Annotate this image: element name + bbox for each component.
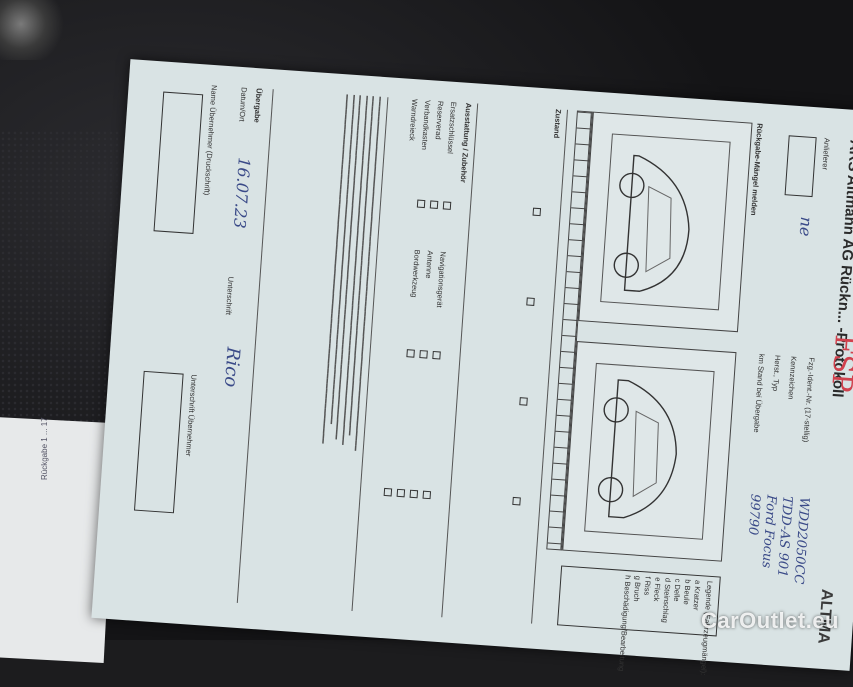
kennzeichen-label: Kennzeichen <box>786 355 799 400</box>
caroutlet-watermark: CarOutlet.eu <box>700 608 839 633</box>
section-header-zustand: Zustand <box>551 108 564 139</box>
equipment-checkbox <box>422 490 432 500</box>
equipment-label: Reserverad <box>433 100 446 140</box>
section-header-equipment: Ausstattung / Zubehör <box>458 102 474 183</box>
equipment-checkbox <box>419 350 428 359</box>
equipment-checkbox <box>406 349 415 358</box>
document-content: ARS Altmann AG Rückn... -Protokoll ALTMA… <box>97 69 853 676</box>
section-header-handover: Übergabe <box>252 87 264 124</box>
hersteller-label: Herst., Typ <box>770 354 783 392</box>
equipment-checkbox <box>416 199 426 209</box>
anlieferer-label: Anlieferer <box>820 137 832 171</box>
receiver-name-label: Name Übernehmer (Druckschrift) <box>202 84 219 196</box>
fzg-ident-label: Fzg.-Ident.-Nr. (17-stellig) <box>801 357 817 443</box>
signature-label: Unterschrift <box>223 276 236 316</box>
km-value: 99790 <box>744 493 763 536</box>
fine-print-block: ▬▬▬▬▬▬▬▬▬▬▬▬▬▬▬▬▬▬▬▬▬▬▬▬▬▬▬▬▬▬▬▬▬▬▬▬▬▬▬▬… <box>320 94 384 452</box>
legend-item: e Fleck <box>651 576 663 602</box>
equipment-checkbox <box>396 488 406 498</box>
equipment-checkbox <box>442 201 452 210</box>
anlieferer-value: ne <box>795 216 817 238</box>
receiver-name-box <box>153 91 204 234</box>
underlying-paper-text: Rückgabe 1 ... 17 <box>40 417 49 480</box>
equipment-checkbox <box>383 487 393 497</box>
equipment-label: Verbandkasten <box>419 99 433 151</box>
equipment-checkbox <box>432 350 441 360</box>
seat-perforation <box>0 130 120 460</box>
zustand-checkbox <box>512 496 521 506</box>
date-place-label: Datum/Ort <box>237 86 249 123</box>
zustand-checkbox <box>519 397 528 406</box>
car-sketch-left <box>600 133 731 311</box>
car-diagram-right <box>562 341 737 562</box>
receiver-signature-label: Unterschrift Übernehmer <box>183 374 199 457</box>
km-label: km Stand bei Übergabe <box>751 353 767 433</box>
date-value: 16.07.23 <box>229 156 254 230</box>
car-sketch-right <box>584 362 715 540</box>
car-keys <box>0 0 70 60</box>
anlieferer-box <box>784 135 817 198</box>
equipment-checkbox <box>429 200 439 209</box>
return-protocol-document: ARS Altmann AG Rückn... -Protokoll ALTMA… <box>91 59 853 676</box>
car-diagram-left <box>578 111 753 333</box>
legend-item: c Delle <box>671 578 683 602</box>
handwritten-fsp: FSP <box>825 333 853 394</box>
equipment-label: Ersatzschlüssel <box>445 101 459 155</box>
equipment-label: Antenne <box>423 250 435 279</box>
signature-value: Rico <box>219 346 244 388</box>
equipment-label: Bordwerkzeug <box>409 249 422 298</box>
zustand-checkbox <box>532 207 542 217</box>
legend-item: f Riss <box>642 576 653 596</box>
equipment-label: Warndreieck <box>407 98 420 142</box>
equipment-label: Navigationsgerät <box>434 251 448 308</box>
equipment-checkbox <box>409 489 419 499</box>
legend-item: g Bruch <box>631 575 643 602</box>
legend-item: b Beule <box>681 579 693 606</box>
zustand-checkbox <box>526 297 535 306</box>
receiver-signature-box <box>133 370 184 514</box>
